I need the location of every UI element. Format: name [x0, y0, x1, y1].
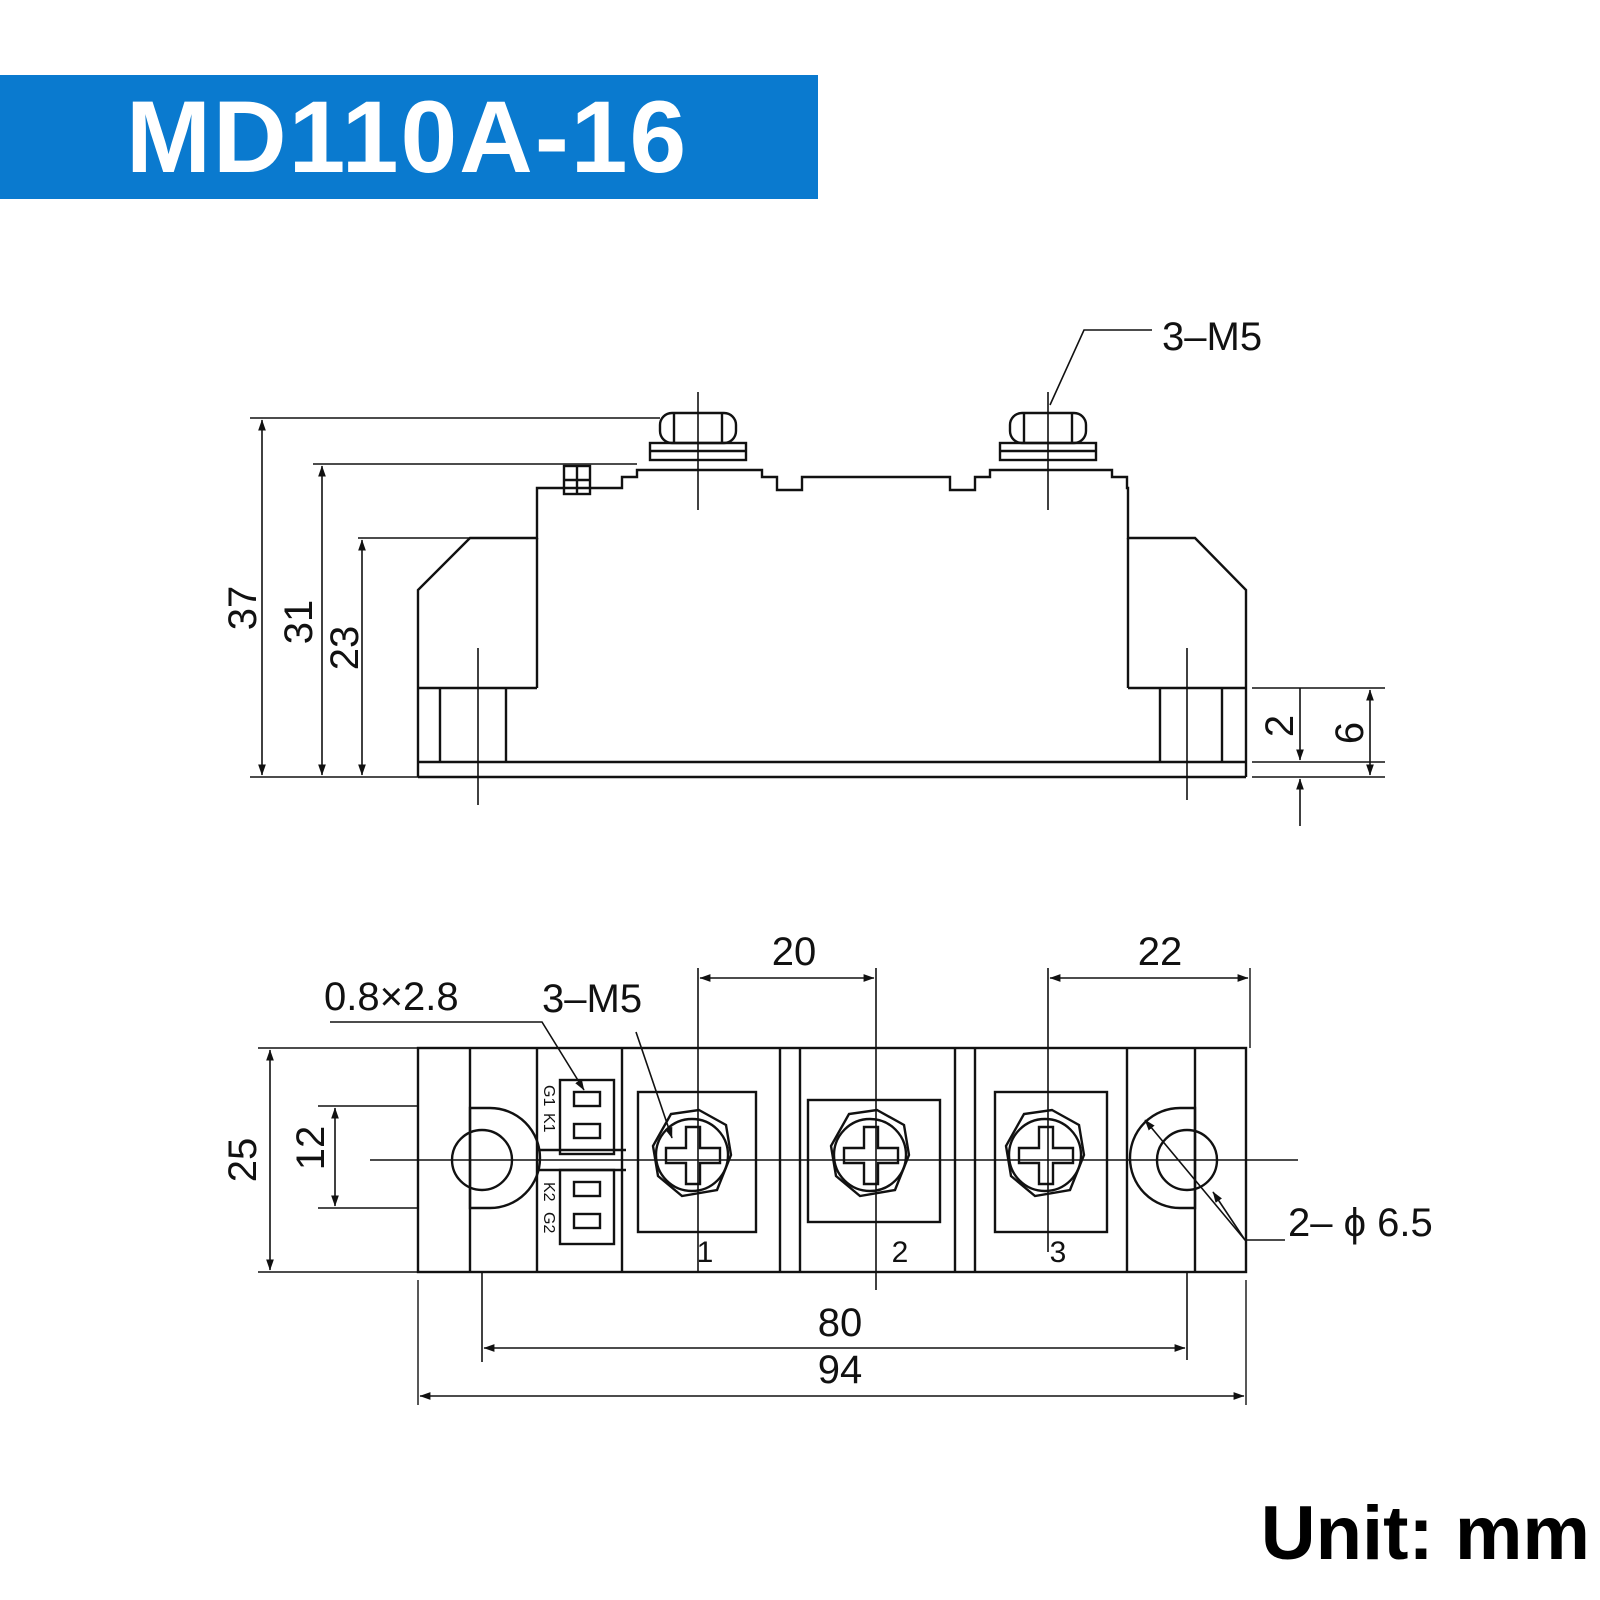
side-view — [250, 329, 1385, 826]
dim-6-label: 6 — [1328, 722, 1372, 744]
screw-terminal-3 — [1004, 1108, 1086, 1198]
dim-12-label: 12 — [289, 1126, 333, 1171]
dim-2-label: 2 — [1258, 715, 1302, 737]
dim-20-label: 20 — [772, 930, 817, 974]
side-housing — [416, 468, 1248, 762]
dim-23-label: 23 — [323, 626, 367, 671]
dim-25-label: 25 — [221, 1138, 265, 1183]
dim-22-label: 22 — [1138, 930, 1183, 974]
pin-label-g2: G2 — [540, 1212, 557, 1233]
top-view — [258, 968, 1298, 1405]
pin-label-k1: K1 — [540, 1113, 557, 1133]
pin-label-g1: G1 — [540, 1085, 557, 1106]
screw-terminal-1 — [651, 1108, 733, 1198]
side-callout-label: 3–M5 — [1162, 315, 1262, 359]
screw-callout-label: 3–M5 — [542, 977, 642, 1021]
pin-connector-bottom — [558, 1168, 616, 1246]
pin-label-k2: K2 — [540, 1182, 557, 1202]
dim-80-label: 80 — [818, 1301, 863, 1345]
dim-94-label: 94 — [818, 1348, 863, 1392]
title-text: MD110A-16 — [126, 80, 689, 194]
dim-37-label: 37 — [221, 586, 265, 631]
terminal-label-2: 2 — [892, 1236, 909, 1269]
tab-callout-label: 0.8×2.8 — [324, 975, 459, 1019]
terminal-label-3: 3 — [1050, 1236, 1067, 1269]
hole-callout-label: 2– ϕ 6.5 — [1288, 1201, 1433, 1245]
terminal-label-1: 1 — [697, 1236, 714, 1269]
side-base-plate — [416, 760, 1248, 779]
unit-label: Unit: mm — [1260, 1491, 1590, 1576]
dim-31-label: 31 — [277, 600, 321, 645]
title-banner: MD110A-16 — [0, 75, 818, 199]
screw-terminal-2 — [829, 1108, 911, 1198]
pin-connector-top — [558, 1078, 616, 1156]
